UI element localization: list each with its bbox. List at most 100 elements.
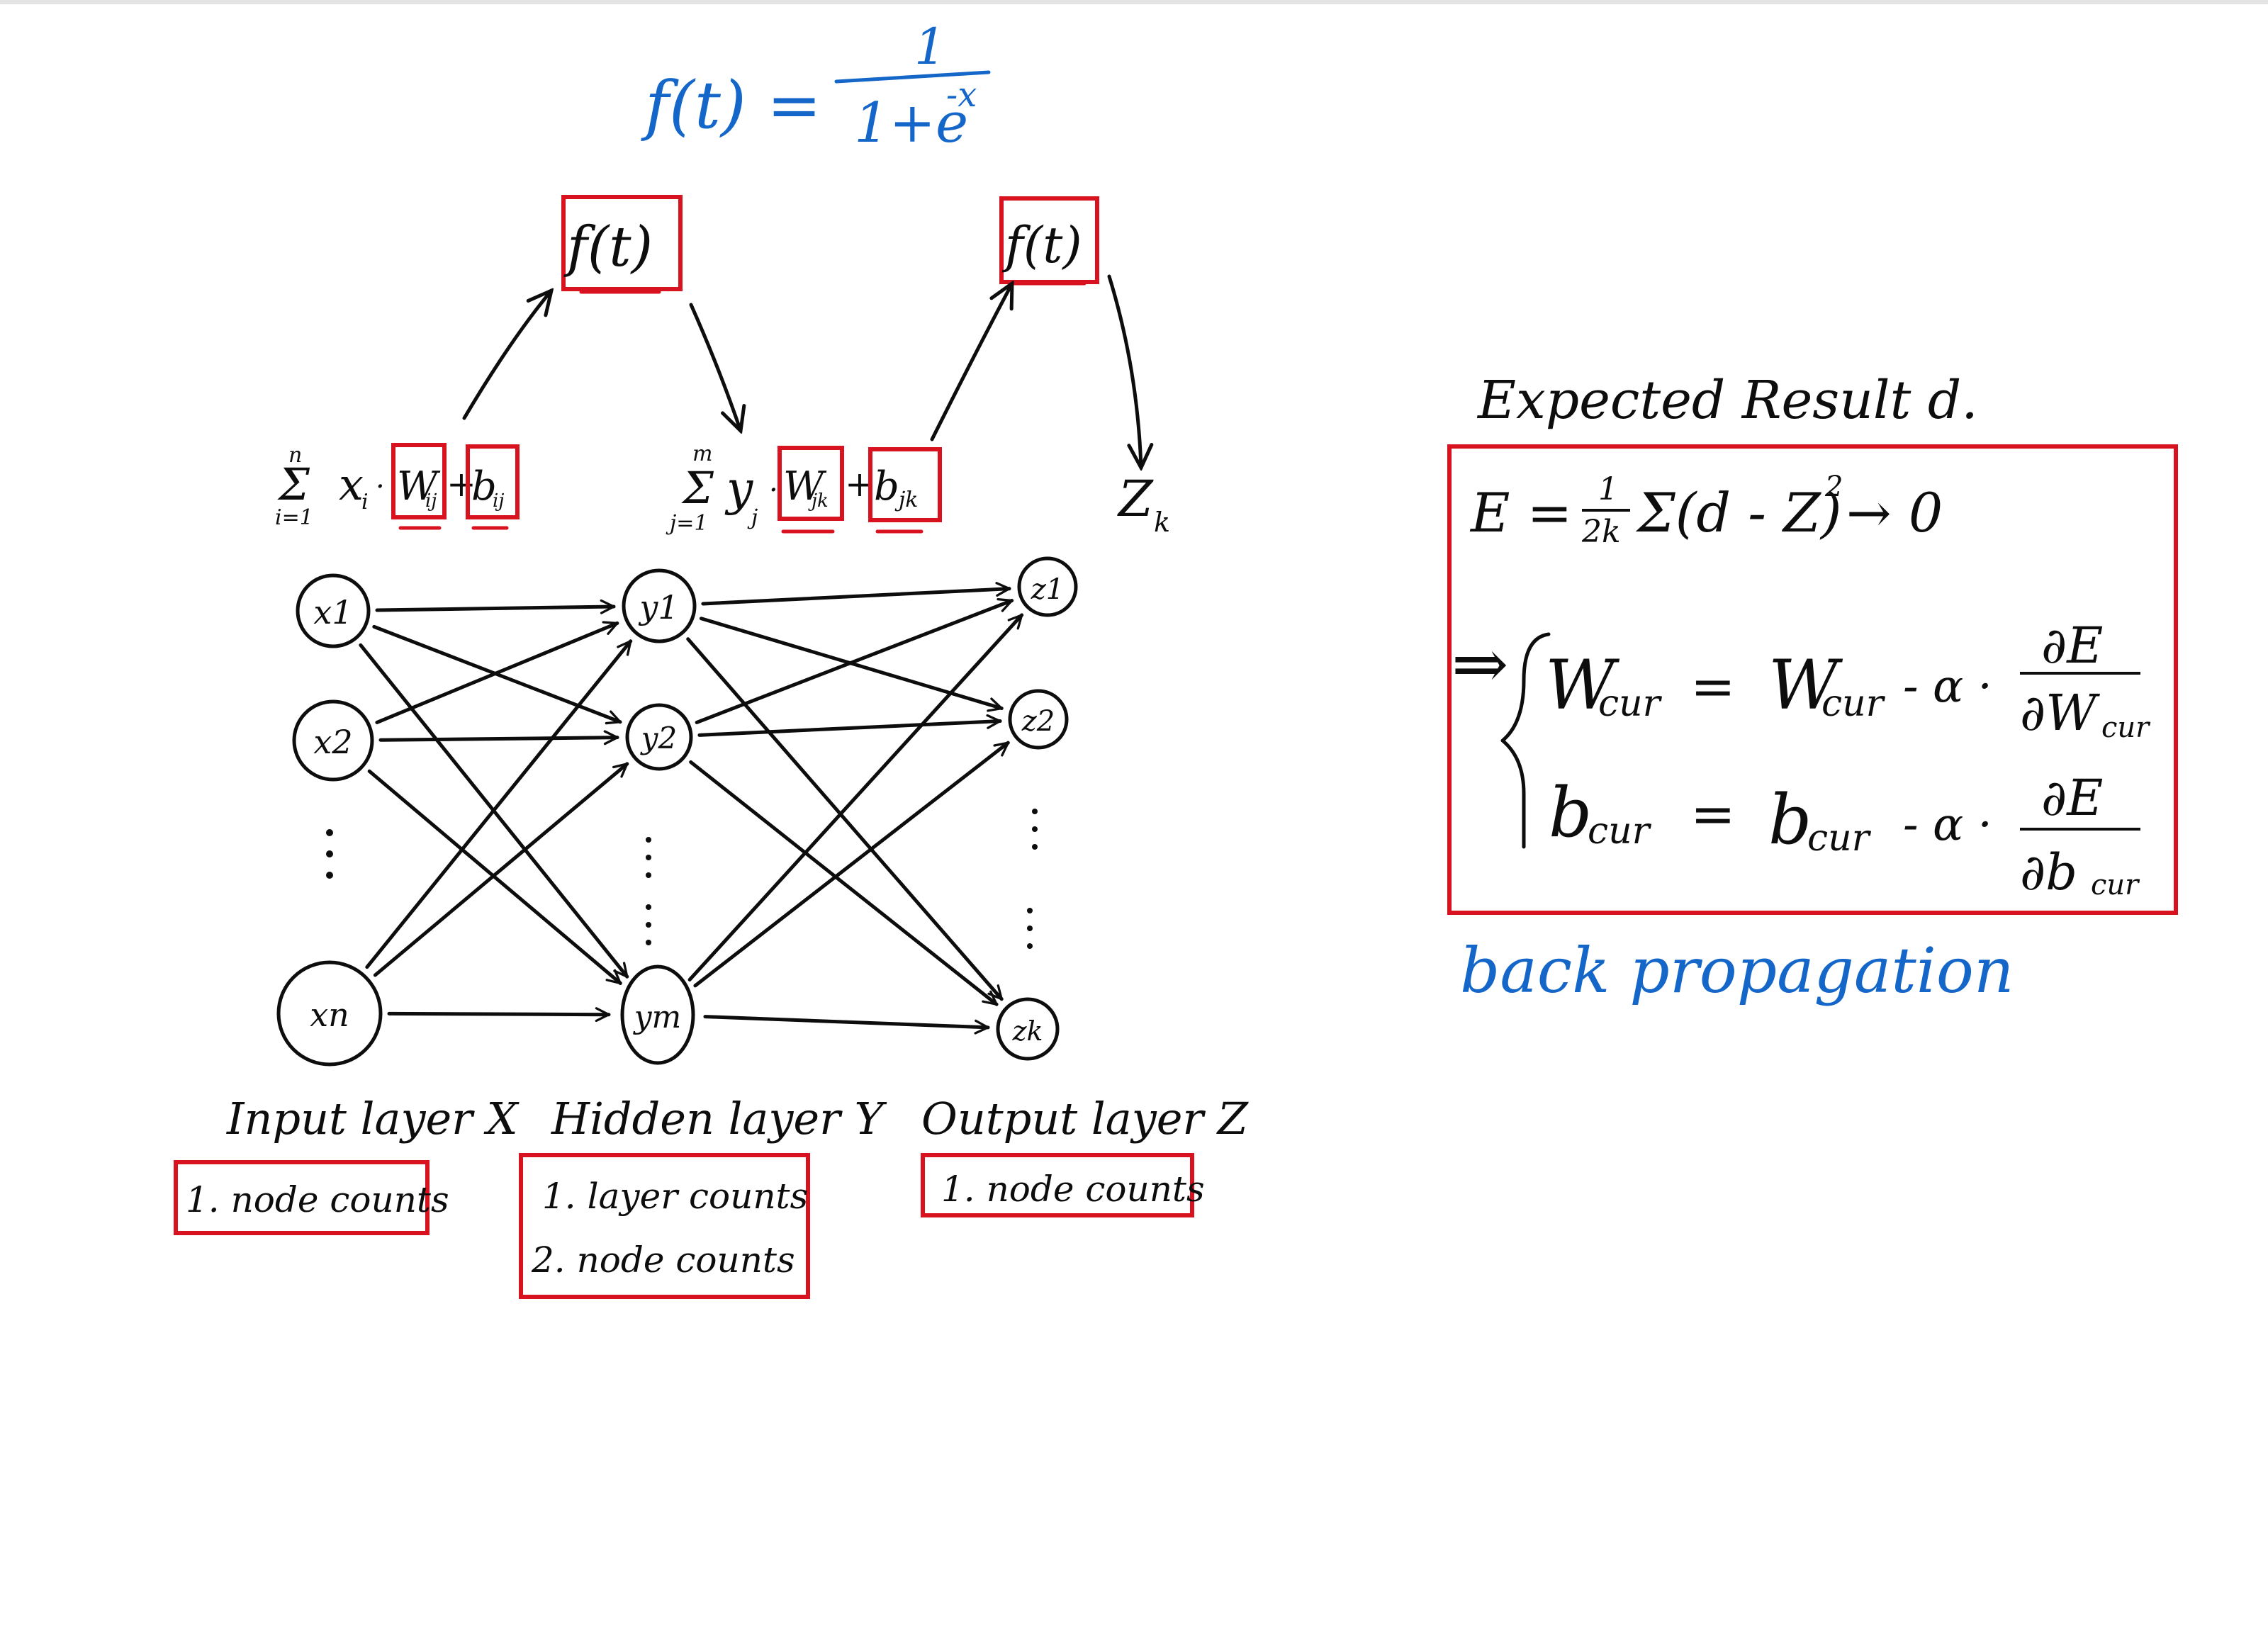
b-eq: = (1690, 782, 1736, 845)
input-sum-sigma: Σ (277, 459, 310, 510)
w-minus-alpha: - α · (1903, 660, 1992, 713)
sigmoid-exponent: -x (946, 75, 977, 115)
w-rhs-sub: cur (1821, 682, 1886, 725)
hidden-activation-box: f(t) (561, 195, 683, 294)
edge-x2-to-ym (367, 769, 620, 985)
network-nodes: x1 x2 xn y1 y2 ym z1 z2 (276, 556, 1078, 1067)
output-activation-label: f(t) (1001, 216, 1082, 274)
sigmoid-numerator: 1 (914, 18, 946, 76)
edge-xn-to-ym (387, 1013, 611, 1014)
w-grad-den: ∂W (2020, 684, 2100, 742)
input-sum-plus: + (447, 463, 476, 505)
node-z2: z2 (1008, 689, 1069, 750)
b-grad-num: ∂E (2041, 769, 2103, 827)
input-sum-dot: · (376, 471, 385, 503)
arrow-hidden-activation-to-y (689, 303, 741, 431)
w-rhs: W (1768, 646, 1843, 725)
b-grad-den: ∂b (2020, 843, 2077, 901)
edge-y2-to-z1 (695, 600, 1011, 724)
output-symbol-base: Z (1117, 470, 1154, 528)
hidden-bias: b (874, 463, 899, 510)
edge-y1-to-z1 (701, 589, 1009, 606)
edge-y2-to-z2 (697, 721, 1000, 737)
node-y2-label: y2 (640, 721, 677, 755)
input-sum-upper: n (288, 443, 302, 468)
w-lhs-sub: cur (1598, 682, 1663, 725)
input-weight-sub: ij (425, 490, 437, 512)
update-rules-box: E = 1 2k Σ(d - Z) 2 → 0 ⇒ W cur = W cur … (1447, 444, 2178, 915)
hidden-sum-dot: · (769, 474, 778, 507)
node-z1-label: z1 (1031, 573, 1065, 606)
error-frac-num: 1 (1598, 471, 1618, 507)
hidden-weighted-sum: Σ m j=1 y j · W jk + b jk (666, 441, 942, 536)
hidden-activation-label: f(t) (563, 215, 653, 279)
hidden-bias-sub: jk (894, 488, 918, 512)
input-weight: W (397, 463, 441, 510)
expected-result-label: Expected Result d. (1476, 370, 1978, 431)
node-ym: ym (620, 964, 695, 1065)
sigmoid-denominator: 1+e (854, 91, 968, 155)
output-layer-item-1: 1. node counts (941, 1169, 1205, 1210)
input-layer-block: Input layer X 1. node counts (174, 1093, 520, 1235)
edge-xn-to-y1 (365, 641, 633, 969)
hidden-weight-sub: jk (808, 490, 829, 512)
w-eq: = (1690, 655, 1736, 718)
input-bias-sub: ij (493, 490, 504, 512)
arrow-sum-to-hidden-activation (462, 291, 551, 420)
output-layer-title: Output layer Z (921, 1093, 1249, 1144)
node-x2: x2 (292, 699, 374, 782)
input-sum-var: x (339, 459, 364, 510)
implies-arrow: ⇒ (1452, 624, 1508, 704)
edge-xn-to-y2 (373, 762, 627, 977)
hidden-sum-lower: j=1 (666, 511, 708, 536)
node-y1: y1 (622, 568, 697, 643)
arrow-output-activation-to-z (1107, 274, 1141, 468)
hidden-layer-title: Hidden layer Y (551, 1093, 887, 1144)
hidden-layer-item-2: 2. node counts (531, 1239, 795, 1281)
hidden-layer-block: Hidden layer Y 1. layer counts 2. node c… (519, 1093, 887, 1299)
edge-y2-to-zk (689, 760, 997, 1006)
back-propagation-caption: back propagation (1460, 934, 2014, 1007)
node-x2-label: x2 (313, 723, 352, 761)
output-layer-block: Output layer Z 1. node counts (921, 1093, 1249, 1217)
node-z1: z1 (1017, 556, 1078, 617)
hidden-sum-sigma: Σ (681, 462, 714, 514)
edge-x1-to-y1 (375, 607, 616, 610)
error-limit: → 0 (1846, 481, 1943, 544)
network-connections (359, 589, 1024, 1028)
input-bias: b (471, 463, 497, 510)
edge-y1-to-zk (686, 637, 1004, 999)
edge-x2-to-y2 (378, 738, 619, 741)
input-ellipsis (326, 829, 333, 879)
edge-ym-to-z2 (693, 741, 1008, 988)
input-sum-lower: i=1 (275, 505, 313, 530)
node-y1-label: y1 (638, 588, 678, 626)
input-sum-var-sub: i (361, 490, 369, 514)
node-x1-label: x1 (313, 593, 352, 631)
error-equation: E = 1 2k Σ(d - Z) 2 → 0 (1469, 471, 1943, 550)
node-zk-label: zk (1011, 1016, 1043, 1047)
input-weighted-sum: Σ n i=1 x i · W ij + b ij (275, 443, 520, 530)
sigmoid-lhs: f(t) = (641, 67, 821, 143)
output-symbol: Z k (1117, 470, 1170, 538)
error-lhs: E = (1469, 481, 1572, 544)
hidden-layer-item-1: 1. layer counts (542, 1176, 808, 1217)
bias-update-rule: b cur = b cur - α · ∂E ∂b cur (1549, 769, 2140, 901)
node-xn-label: xn (310, 996, 349, 1034)
node-z2-label: z2 (1021, 705, 1055, 738)
node-y2: y2 (625, 703, 693, 771)
edge-ym-to-z1 (687, 615, 1024, 981)
activation-arrows (462, 274, 1141, 468)
b-lhs: b (1549, 773, 1592, 853)
b-minus-alpha: - α · (1903, 799, 1992, 851)
b-rhs: b (1768, 780, 1812, 860)
b-grad-den-sub: cur (2091, 869, 2140, 901)
error-body: Σ(d - Z) (1635, 481, 1842, 544)
input-layer-title: Input layer X (226, 1093, 520, 1144)
input-layer-item-1: 1. node counts (186, 1179, 449, 1220)
node-zk: zk (996, 997, 1060, 1061)
node-xn: xn (276, 960, 383, 1067)
error-frac-den: 2k (1581, 514, 1621, 550)
system-brace (1500, 632, 1551, 849)
